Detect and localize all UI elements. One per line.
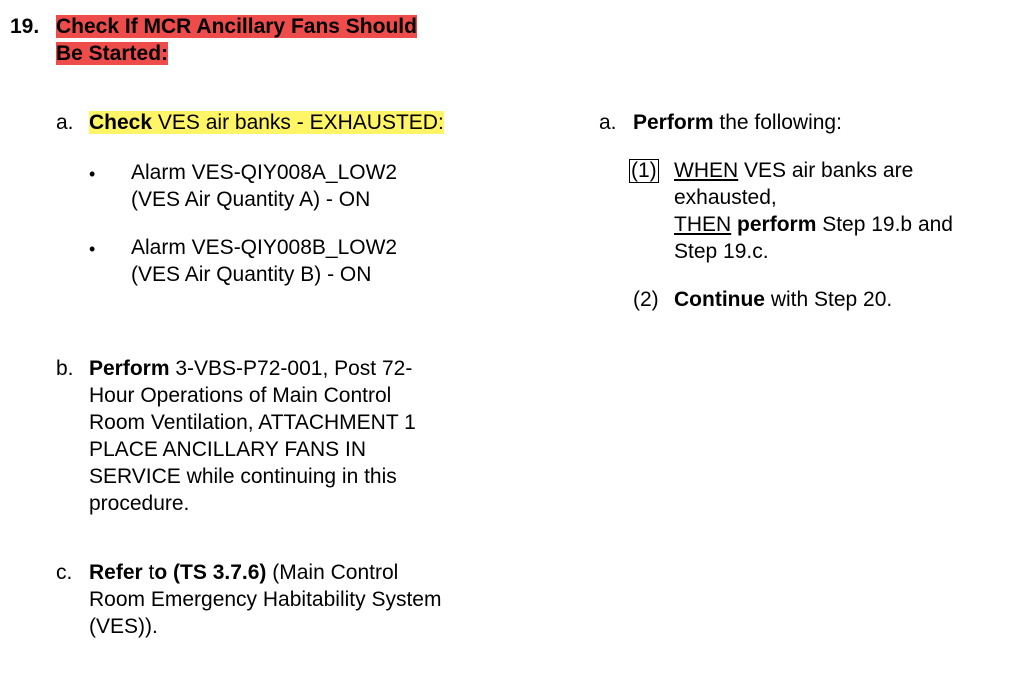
bullet-icon: •	[89, 164, 96, 184]
left-b-letter: b.	[56, 357, 74, 380]
left-b-text: Perform 3-VBS-P72-001, Post 72- Hour Ope…	[89, 357, 416, 515]
step-title-line1: Check If MCR Ancillary Fans Should	[56, 15, 417, 38]
right-a-letter: a.	[599, 111, 617, 134]
substep-2-number: (2)	[633, 288, 659, 311]
left-a-text: Check VES air banks - EXHAUSTED:	[89, 111, 444, 134]
left-c-letter: c.	[56, 561, 73, 584]
substep-2-text: Continue with Step 20.	[674, 288, 893, 311]
step-number: 19.	[10, 15, 40, 38]
substep-1-text: WHEN VES air banks are exhausted, THEN p…	[674, 159, 953, 263]
left-c-text: Refer to (TS 3.7.6) (Main Control Room E…	[89, 561, 442, 638]
left-a-letter: a.	[56, 111, 74, 134]
right-a-text: Perform the following:	[633, 111, 842, 134]
bullet-icon: •	[89, 239, 96, 259]
step-title-line2: Be Started:	[56, 42, 169, 65]
left-a-bullet-2: Alarm VES-QIY008B_LOW2(VES Air Quantity …	[131, 236, 398, 286]
step-title: Check If MCR Ancillary Fans Should Be St…	[56, 13, 417, 67]
substep-1-number: (1)	[629, 159, 659, 183]
left-a-bullet-1: Alarm VES-QIY008A_LOW2(VES Air Quantity …	[131, 161, 398, 211]
